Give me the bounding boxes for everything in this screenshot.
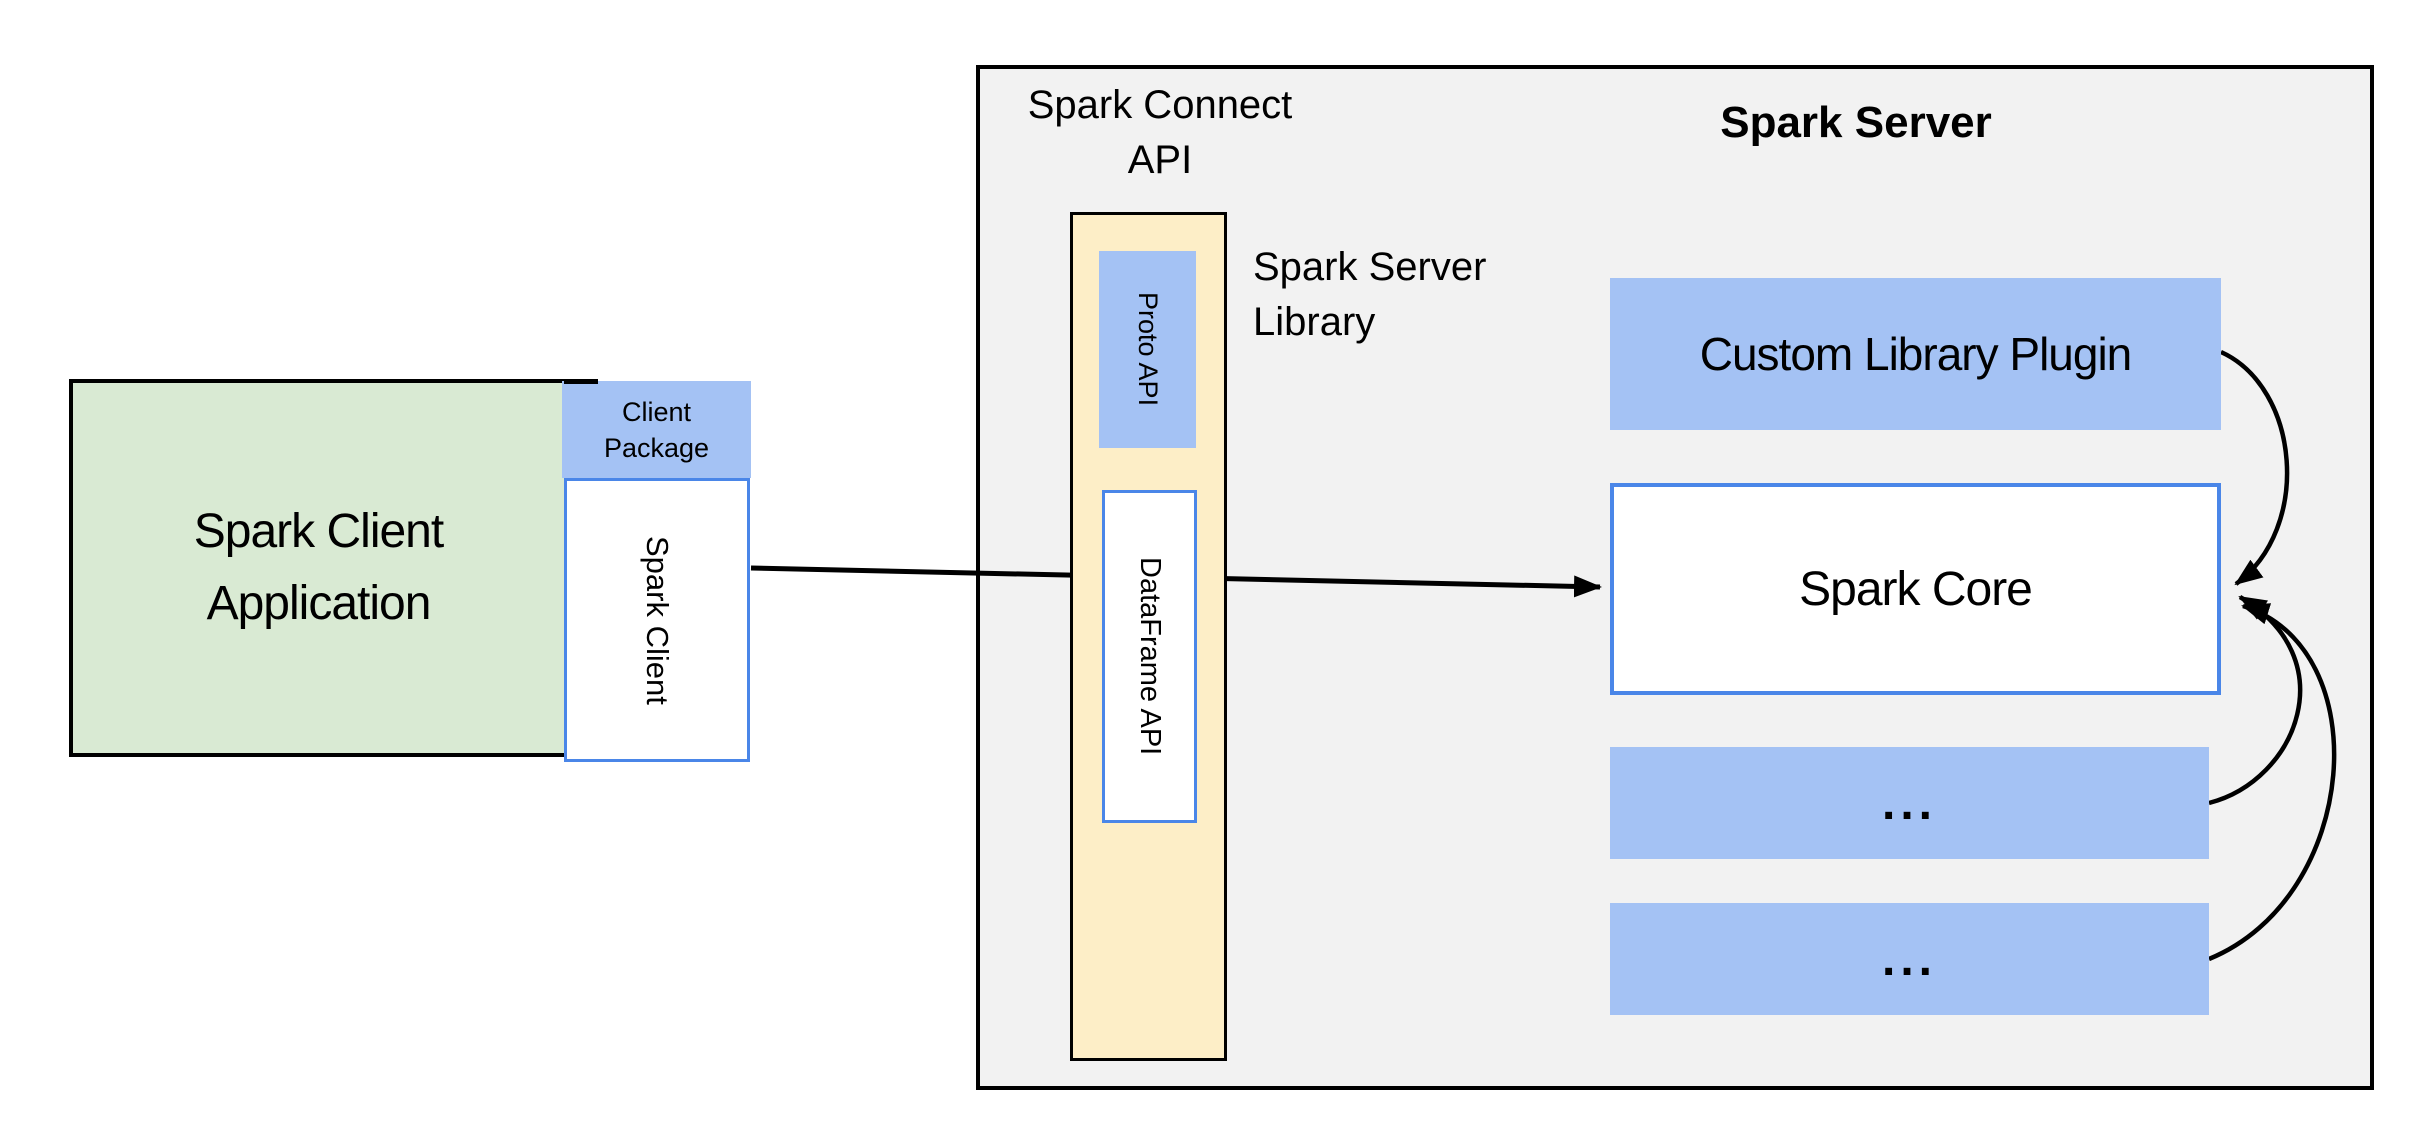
custom-library-plugin-box: Custom Library Plugin (1610, 278, 2221, 430)
spark-client-label: Spark Client (640, 535, 675, 705)
spark-core-box: Spark Core (1610, 483, 2221, 695)
dataframe-api-label: DataFrame API (1134, 557, 1166, 756)
spark-server-heading: Spark Server (1720, 98, 1992, 147)
spark-server-library-caption: Spark Server Library (1253, 245, 1487, 344)
spark-client-application-label: Spark Client Application (193, 505, 444, 630)
plugin-placeholder-box-1: ... (1610, 747, 2209, 859)
green-box-border-extension (564, 379, 598, 384)
proto-api-box: Proto API (1099, 251, 1196, 448)
spark-client-application-box: Spark Client Application (69, 379, 568, 757)
proto-api-label: Proto API (1133, 292, 1163, 407)
dataframe-api-box: DataFrame API (1102, 490, 1197, 823)
spark-client-box: Spark Client (564, 478, 750, 762)
client-package-box: Client Package (562, 381, 751, 478)
spark-connect-api-heading: Spark Connect API (1027, 83, 1293, 182)
plugin-placeholder-box-2: ... (1610, 903, 2209, 1015)
